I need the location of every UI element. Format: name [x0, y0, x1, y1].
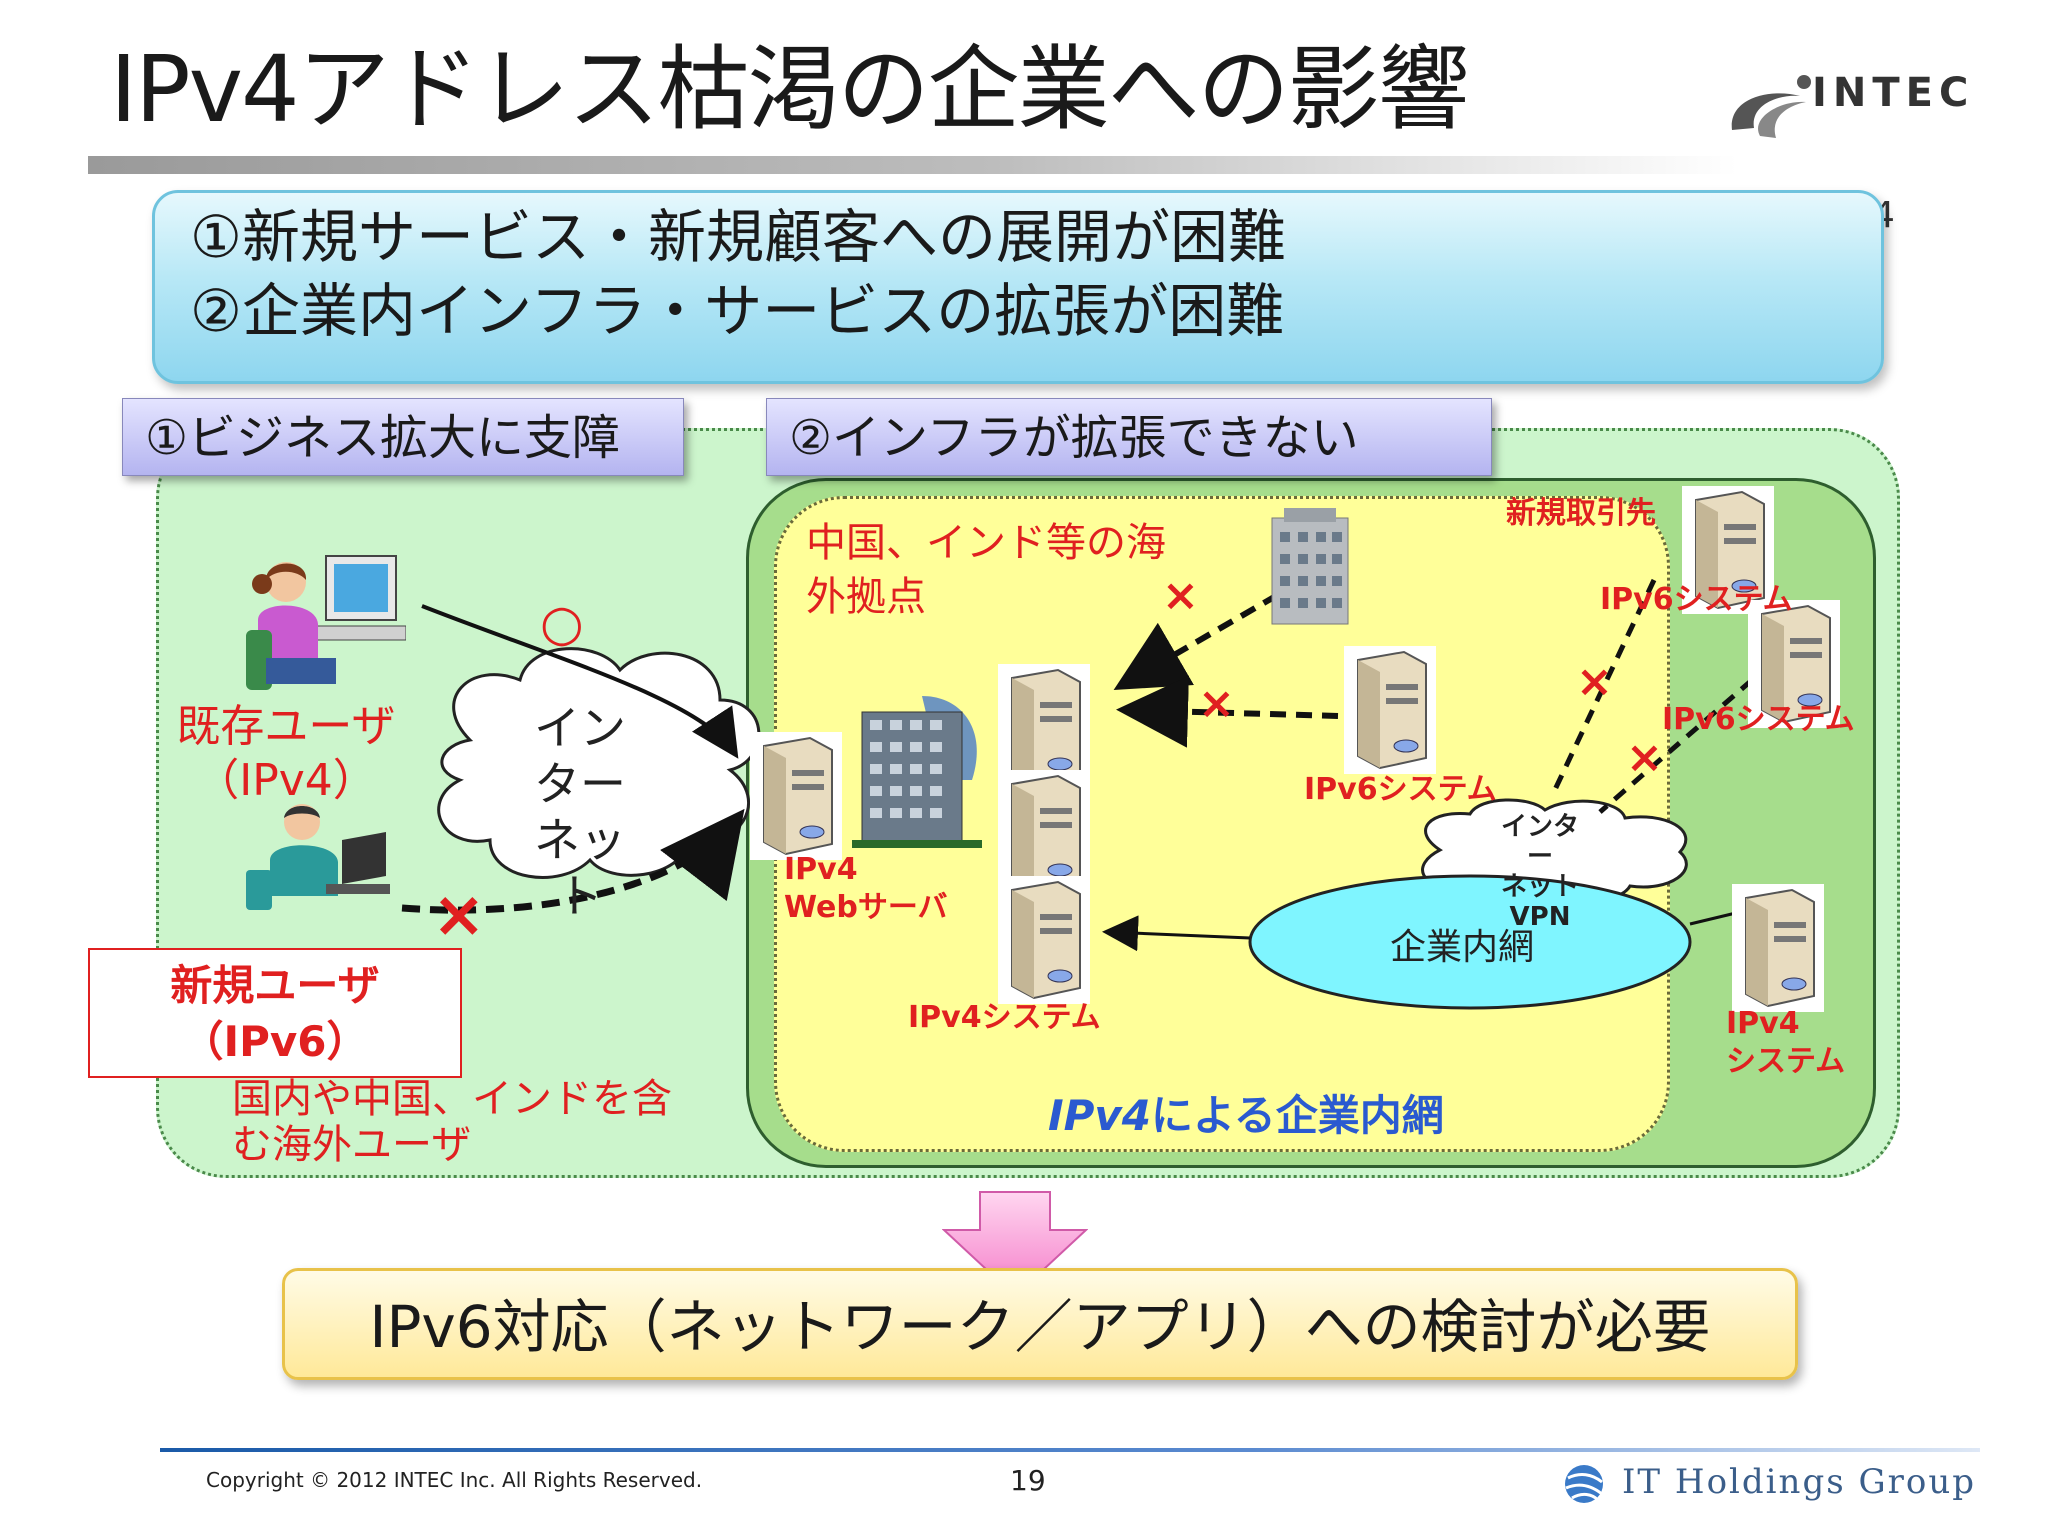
- ipv6-system-right-1-label: IPv6システム: [1600, 582, 1793, 617]
- lan-to-right-system-link: [1689, 910, 1741, 926]
- web-server-label-line-1: IPv4: [784, 852, 858, 887]
- web-server-icon: [750, 732, 842, 860]
- ng-mark-ipv6-system: ×: [1198, 678, 1235, 729]
- page-number: 19: [1010, 1464, 1046, 1497]
- new-user-icon: [246, 804, 390, 910]
- existing-user-label: 既存ユーザ （IPv4）: [176, 700, 396, 808]
- vpn-line-3: VPN: [1509, 902, 1571, 932]
- partner-server-1: [1682, 486, 1774, 614]
- overseas-users-line-2: む海外ユーザ: [232, 1122, 472, 1168]
- intec-logo-text: INTEC: [1812, 70, 1975, 116]
- ipv4-system-server-right: [1732, 884, 1824, 1012]
- new-user-box: 新規ユーザ （IPv6）: [88, 948, 462, 1078]
- internet-cloud-label: イン ター ネット: [520, 700, 640, 924]
- corporate-lan-ellipse: [1248, 874, 1692, 1010]
- headquarters-building-icon: [852, 696, 982, 848]
- internet-cloud-line-1: イン: [534, 701, 626, 755]
- down-arrow-icon: [942, 1191, 1088, 1298]
- ng-mark-overseas: ×: [1162, 570, 1199, 621]
- ipv6-system-right-2-label: IPv6システム: [1662, 702, 1855, 737]
- ok-mark: ○: [540, 594, 584, 652]
- ipv4-system-label: IPv4システム: [908, 1000, 1101, 1035]
- ng-mark-partner-2: ×: [1626, 732, 1663, 783]
- it-holdings-group-text: IT Holdings Group: [1622, 1462, 1977, 1502]
- impact-line-1: ①新規サービス・新規顧客への展開が困難: [190, 203, 1286, 271]
- ipv4-system-right-line-1: IPv4: [1726, 1006, 1800, 1041]
- overseas-base-line-2: 外拠点: [806, 574, 926, 620]
- ipv6-system-server-center: [1344, 646, 1436, 774]
- title-underline: [88, 156, 1738, 174]
- overseas-building-icon: [1271, 508, 1349, 625]
- ipv6-system-link: [1116, 675, 1339, 748]
- footer-rule: [160, 1448, 1980, 1452]
- ipv4-system-server-1: [998, 664, 1090, 792]
- ng-mark-new-user: ×: [432, 878, 486, 952]
- new-user-line-2: （IPv6）: [181, 1017, 369, 1066]
- corporate-lan-label: 企業内網: [1390, 927, 1535, 968]
- partner-link-1: [1549, 578, 1657, 798]
- copyright-text: Copyright © 2012 INTEC Inc. All Rights R…: [206, 1468, 703, 1492]
- ipv4-lan-zone-label-prefix: IPv4: [1048, 1091, 1152, 1140]
- internet-cloud-line-2: ター: [534, 757, 626, 811]
- new-user-line-1: 新規ユーザ: [170, 961, 380, 1010]
- partner-server-2: [1748, 600, 1840, 728]
- ipv4-system-right-line-2: システム: [1726, 1044, 1846, 1079]
- tab-infra-expansion: ②インフラが拡張できない: [766, 398, 1492, 476]
- ipv4-system-server-3: [998, 876, 1090, 1004]
- it-holdings-globe-icon: [1565, 1465, 1603, 1503]
- new-partner-label: 新規取引先: [1506, 496, 1656, 531]
- overseas-base-link: [1113, 579, 1302, 691]
- vpn-line-2: ネット: [1500, 872, 1579, 902]
- overseas-base-line-1: 中国、インド等の海: [806, 520, 1166, 566]
- conclusion-box: IPv6対応（ネットワーク／アプリ）への検討が必要: [282, 1268, 1798, 1380]
- existing-user-line-2: （IPv4）: [195, 755, 377, 806]
- new-user-link: [401, 808, 745, 914]
- tab-business-expansion: ①ビジネス拡大に支障: [122, 398, 684, 476]
- ipv6-system-center-label: IPv6システム: [1304, 772, 1497, 807]
- ipv4-lan-zone-label: IPv4による企業内網: [1048, 1082, 1444, 1143]
- internet-cloud-line-3: ネット: [534, 813, 626, 923]
- partner-link-2: [1598, 678, 1754, 814]
- vpn-line-1: インター: [1500, 812, 1579, 872]
- impact-line-2: ②企業内インフラ・サービスの拡張が困難: [190, 277, 1285, 345]
- ng-mark-partner-1: ×: [1576, 656, 1613, 707]
- intec-logo: [1731, 75, 1811, 138]
- ipv4-lan-zone-label-rest: による企業内網: [1151, 1091, 1444, 1140]
- lan-to-ipv4-system-link: [1102, 915, 1251, 952]
- vpn-cloud-label: インター ネット VPN: [1490, 812, 1590, 932]
- existing-user-line-1: 既存ユーザ: [176, 701, 396, 752]
- overseas-users-line-1: 国内や中国、インドを含: [232, 1076, 672, 1122]
- existing-user-icon: [246, 555, 406, 690]
- page-title: IPv4アドレス枯渇の企業への影響: [110, 36, 1470, 143]
- existing-user-link: [421, 604, 739, 759]
- web-server-label-line-2: Webサーバ: [784, 890, 948, 925]
- impact-summary-box: [152, 190, 1884, 384]
